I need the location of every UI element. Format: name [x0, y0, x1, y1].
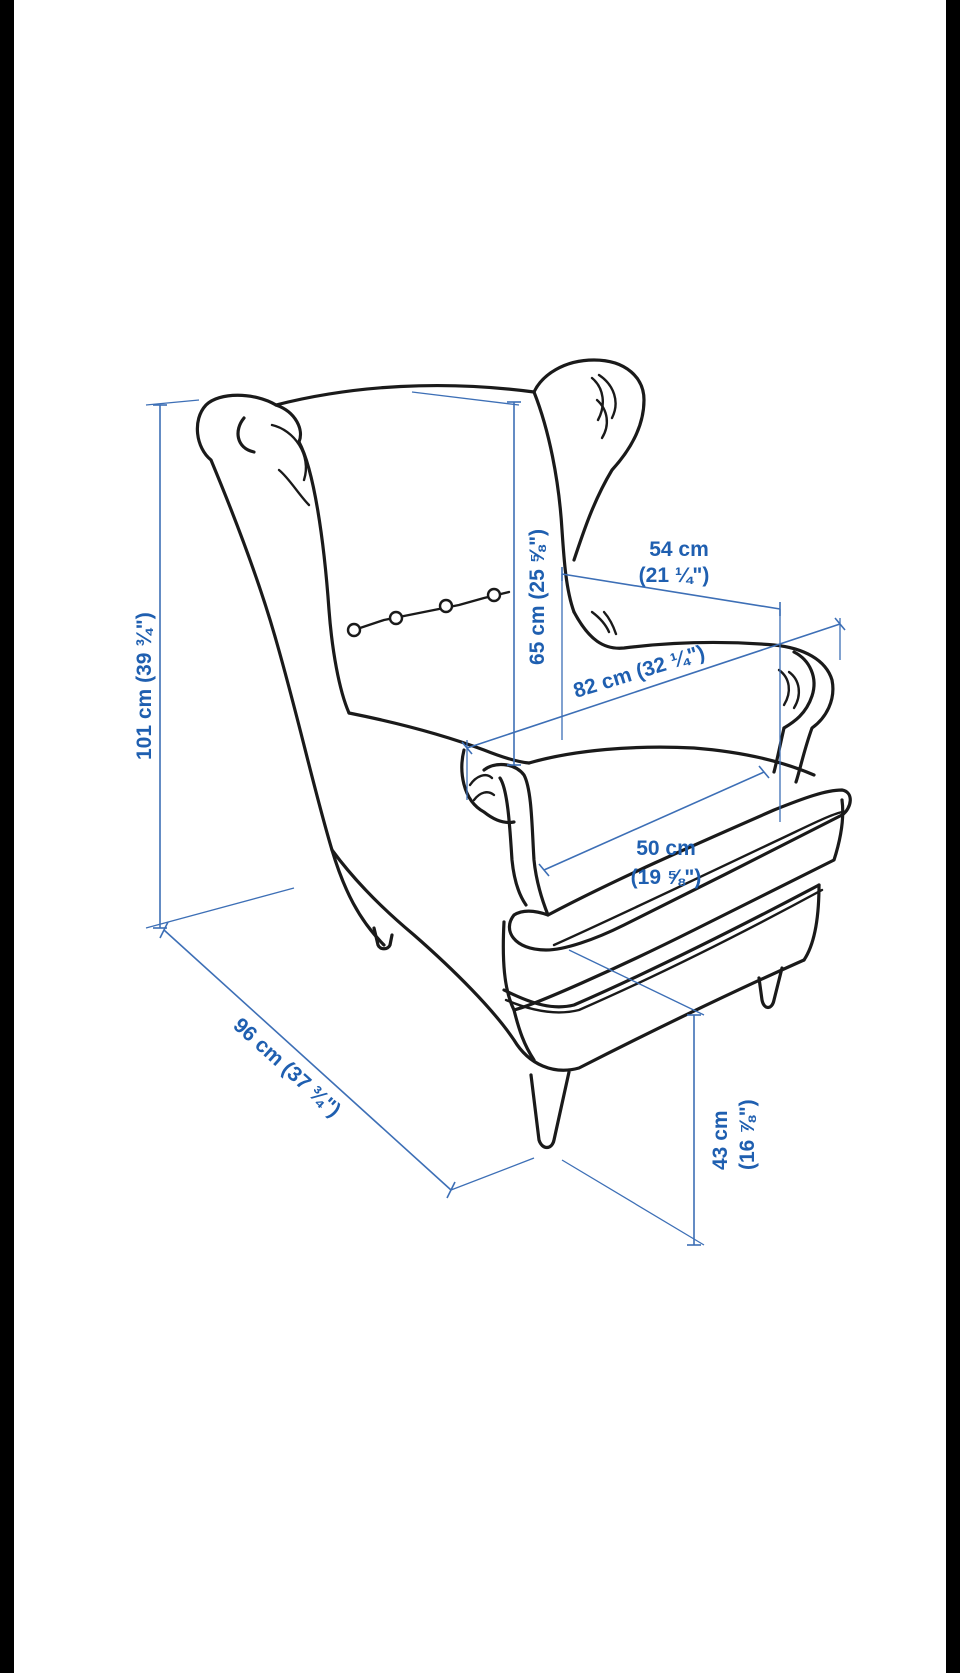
front-left-leg — [529, 1070, 571, 1150]
right-wing-outline — [532, 358, 646, 562]
height-label: 101 cm (39 ¾") — [133, 612, 156, 760]
dimension-diagram-panel: 101 cm (39 ¾") 65 cm (25 ⅝") 54 cm (21 ¼… — [14, 0, 946, 1673]
right-arm — [572, 610, 835, 784]
back-seat-junction — [347, 711, 531, 765]
chair-base — [330, 848, 806, 1072]
armchair-drawing — [195, 358, 852, 1150]
seat-height-label-imperial: (16 ⅞") — [736, 1099, 759, 1170]
armchair-diagram: 101 cm (39 ¾") 65 cm (25 ⅝") 54 cm (21 ¼… — [133, 358, 852, 1246]
seat-cushion-top — [527, 745, 816, 777]
width-label: 82 cm (32 ¼") — [571, 641, 708, 703]
back-top-edge — [274, 383, 536, 407]
seat-height-label-metric: 43 cm — [709, 1110, 732, 1170]
seat-width-label-metric: 50 cm — [636, 837, 696, 860]
back-left-leg — [372, 926, 394, 951]
seat-width-label-imperial: (19 ⅝") — [631, 866, 702, 889]
left-wing-outline — [195, 393, 386, 947]
tufting-buttons — [346, 587, 511, 638]
seat-front-base — [501, 798, 845, 1012]
dimension-lines — [145, 391, 846, 1246]
inner-depth-label-imperial: (21 ¼") — [639, 564, 710, 587]
left-arm — [460, 748, 516, 825]
dimension-labels: 101 cm (39 ¾") 65 cm (25 ⅝") 54 cm (21 ¼… — [133, 529, 759, 1170]
depth-label: 96 cm (37 ¾") — [229, 1014, 345, 1122]
front-right-leg — [757, 966, 784, 1010]
inner-depth-label-metric: 54 cm — [649, 538, 709, 561]
back-height-label: 65 cm (25 ⅝") — [526, 529, 549, 665]
seat-front-top — [507, 788, 852, 952]
